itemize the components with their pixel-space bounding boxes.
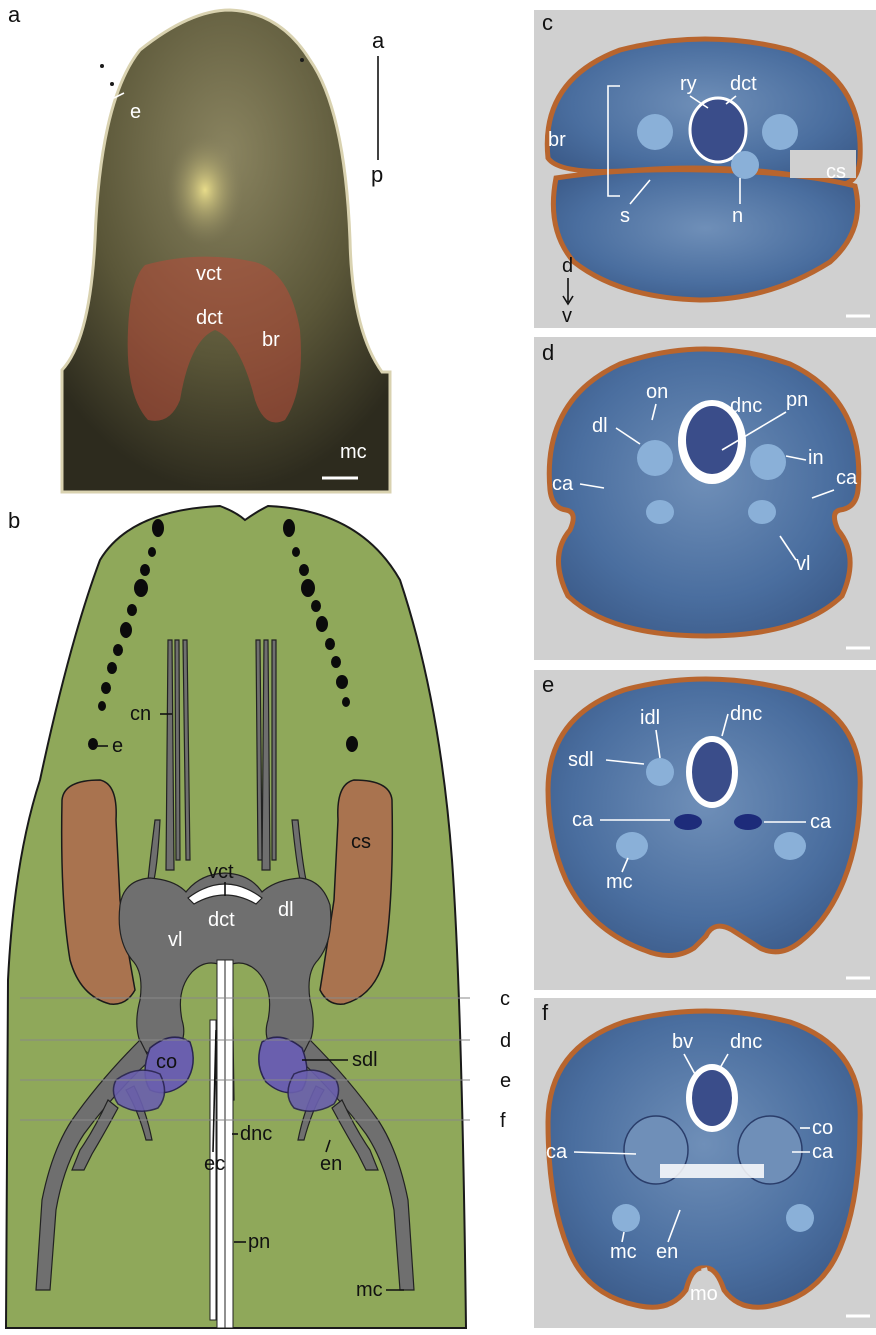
panel-letter-a: a <box>8 2 21 27</box>
co-right-lower <box>288 1070 339 1111</box>
panel-d: d on dnc pn dl in ca ca vl <box>534 337 876 660</box>
label-b-vct: vct <box>208 861 234 883</box>
label-d-dnc: dnc <box>730 395 762 417</box>
label-b-cn: cn <box>130 703 151 725</box>
label-c-n: n <box>732 205 743 227</box>
label-f-co: co <box>812 1117 833 1139</box>
label-c-s: s <box>620 205 630 227</box>
label-d-vl: vl <box>796 553 810 575</box>
axis-a-top: a <box>372 28 385 53</box>
label-b-ec: ec <box>204 1153 225 1175</box>
label-b-vl: vl <box>168 929 182 951</box>
label-e-dnc: dnc <box>730 703 762 725</box>
label-b-dl: dl <box>278 899 294 921</box>
label-b-e: e <box>112 735 123 757</box>
label-b-pn: pn <box>248 1231 270 1253</box>
panel-letter-d: d <box>542 340 554 365</box>
label-d-ca-left: ca <box>552 473 574 495</box>
label-f-mo: mo <box>690 1283 718 1305</box>
label-b-co: co <box>156 1051 177 1073</box>
label-b-dnc: dnc <box>240 1123 272 1145</box>
label-b-dct: dct <box>208 909 235 931</box>
label-f-mc: mc <box>610 1241 637 1263</box>
panel-f: f bv dnc co ca ca mc en mo <box>534 998 876 1328</box>
panel-letter-f: f <box>542 1000 549 1025</box>
marker-e: e <box>500 1070 511 1092</box>
label-f-ca-right: ca <box>812 1141 834 1163</box>
marker-d: d <box>500 1030 511 1052</box>
label-f-bv: bv <box>672 1031 693 1053</box>
marker-c: c <box>500 988 510 1010</box>
panel-e: e idl dnc sdl ca ca mc <box>534 670 876 990</box>
label-c-br: br <box>548 129 566 151</box>
label-a-vct: vct <box>196 263 222 285</box>
section-d-body <box>549 349 859 636</box>
co-left-lower <box>113 1070 164 1111</box>
panel-c: c ry dct br cs s n d v <box>534 10 876 328</box>
panel-letter-e: e <box>542 672 554 697</box>
label-d-ca-right: ca <box>836 467 858 489</box>
label-b-mc: mc <box>356 1279 383 1301</box>
label-f-ca-left: ca <box>546 1141 568 1163</box>
label-c-cs: cs <box>826 161 846 183</box>
label-e-idl: idl <box>640 707 660 729</box>
label-b-sdl: sdl <box>352 1049 378 1071</box>
label-b-en: en <box>320 1153 342 1175</box>
label-c-ry: ry <box>680 73 697 95</box>
label-a-mc: mc <box>340 441 367 463</box>
label-d-on: on <box>646 381 668 403</box>
label-e-ca-right: ca <box>810 811 832 833</box>
panel-letter-b: b <box>8 508 20 533</box>
label-c-dct: dct <box>730 73 757 95</box>
label-f-dnc: dnc <box>730 1031 762 1053</box>
label-a-e: e <box>130 101 141 123</box>
label-d-in: in <box>808 447 824 469</box>
axis-c-bottom: v <box>562 305 572 327</box>
panel-b: b <box>6 506 511 1328</box>
label-a-dct: dct <box>196 307 223 329</box>
label-d-dl: dl <box>592 415 608 437</box>
label-a-br: br <box>262 329 280 351</box>
label-d-pn: pn <box>786 389 808 411</box>
label-f-en: en <box>656 1241 678 1263</box>
label-b-cs: cs <box>351 831 371 853</box>
label-e-mc: mc <box>606 871 633 893</box>
panel-a: a e vct dct br mc a p <box>8 2 390 492</box>
label-e-ca-left: ca <box>572 809 594 831</box>
panel-letter-c: c <box>542 10 553 35</box>
marker-f: f <box>500 1110 506 1132</box>
axis-a-bottom: p <box>371 162 383 187</box>
label-e-sdl: sdl <box>568 749 594 771</box>
axis-c-top: d <box>562 255 573 277</box>
